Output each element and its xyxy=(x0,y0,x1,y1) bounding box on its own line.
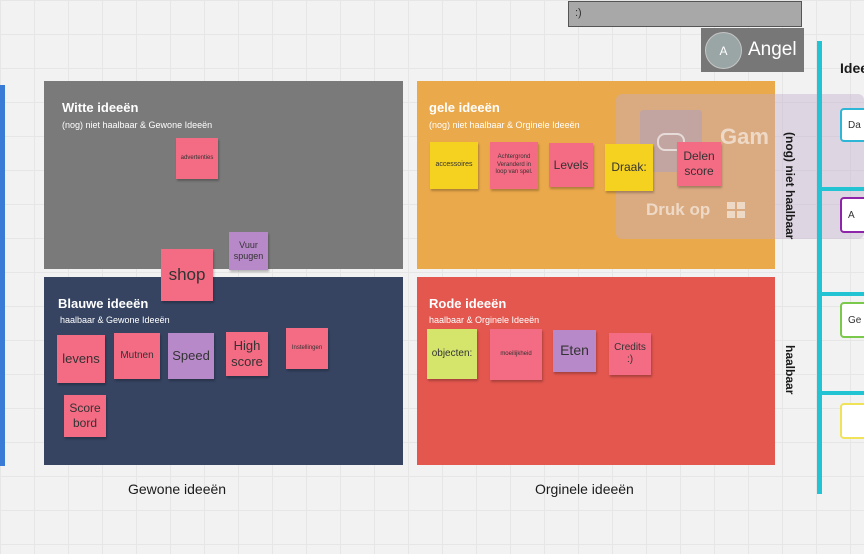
note-delen-score-text: Delen score xyxy=(683,149,715,178)
note-accessoires-text: accessoires xyxy=(435,161,473,169)
quadrant-witte-subtitle: (nog) niet haalbaar & Gewone Ideeën xyxy=(62,120,213,130)
note-credits[interactable]: Credits :) xyxy=(609,333,651,375)
note-credits-text: Credits :) xyxy=(614,341,646,366)
quadrant-rode-title: Rode ideeën xyxy=(429,296,507,311)
quadrant-gele-subtitle: (nog) niet haalbaar & Orginele Ideeën xyxy=(429,120,580,130)
row-label-haalbaar: haalbaar xyxy=(783,345,797,395)
note-achtergrond[interactable]: Achtergrond Veranderd in loop van spel. xyxy=(490,142,538,189)
right-panel-branch-2 xyxy=(820,292,864,296)
note-vuur-spugen[interactable]: Vuur spugen xyxy=(229,232,268,270)
column-label-gewone: Gewone ideeën xyxy=(128,481,227,497)
game-bar-overlay: Gam Druk op xyxy=(616,94,864,239)
quadrant-blauwe-title: Blauwe ideeën xyxy=(58,296,149,311)
quadrant-gele-title: gele ideeën xyxy=(429,100,500,115)
note-delen-score[interactable]: Delen score xyxy=(677,142,721,186)
left-edge-bar xyxy=(0,85,5,466)
note-speed-text: Speed xyxy=(172,347,210,363)
note-vuur-spugen-text: Vuur spugen xyxy=(233,239,264,261)
note-accessoires[interactable]: accessoires xyxy=(430,142,478,189)
note-high-score[interactable]: High score xyxy=(226,332,268,376)
avatar-initial: A xyxy=(719,43,728,58)
note-levels[interactable]: Levels xyxy=(549,143,593,187)
note-eten[interactable]: Eten xyxy=(553,330,596,372)
note-instellingen[interactable]: Instellingen xyxy=(286,328,328,369)
top-text-input-value: :) xyxy=(575,7,582,19)
right-panel-title: Idee xyxy=(840,60,864,76)
note-shop[interactable]: shop xyxy=(161,249,213,301)
right-panel-box-1[interactable]: Da xyxy=(840,108,864,142)
right-panel-box-1-text: Da xyxy=(848,119,861,131)
user-name: Angel xyxy=(748,39,797,60)
quadrant-witte-title: Witte ideeën xyxy=(62,100,139,115)
note-achtergrond-text: Achtergrond Veranderd in loop van spel. xyxy=(495,154,533,176)
overlay-subtitle: Druk op xyxy=(646,200,711,219)
note-score-bord[interactable]: Score bord xyxy=(64,395,106,437)
note-objecten-text: objecten: xyxy=(431,347,473,359)
note-advertenties-text: advertenties xyxy=(180,154,214,161)
windows-key-icon xyxy=(727,202,745,218)
note-levels-text: Levels xyxy=(553,157,589,172)
right-panel-rail xyxy=(817,41,822,494)
note-draak[interactable]: Draak: xyxy=(605,144,653,191)
quadrant-witte: Witte ideeën (nog) niet haalbaar & Gewon… xyxy=(44,81,403,269)
overlay-title: Gam xyxy=(720,124,769,149)
right-panel-branch-1 xyxy=(820,187,864,191)
user-badge[interactable]: A Angel xyxy=(701,28,804,72)
column-label-orginele: Orginele ideeën xyxy=(535,481,634,497)
right-panel-box-2-text: A xyxy=(848,209,855,221)
row-label-niet-haalbaar: (nog) niet haalbaar xyxy=(783,132,797,240)
note-objecten[interactable]: objecten: xyxy=(427,329,477,379)
right-panel-box-4[interactable] xyxy=(840,403,864,439)
quadrant-blauwe-subtitle: haalbaar & Gewone Ideeën xyxy=(60,315,170,325)
right-panel-box-3[interactable]: Ge xyxy=(840,302,864,338)
note-levens[interactable]: levens xyxy=(57,335,105,383)
avatar: A xyxy=(705,32,742,69)
quadrant-rode: Rode ideeën haalbaar & Orginele Ideeën xyxy=(417,277,775,465)
note-mutnen[interactable]: Mutnen xyxy=(114,333,160,379)
quadrant-rode-subtitle: haalbaar & Orginele Ideeën xyxy=(429,315,540,325)
note-levens-text: levens xyxy=(62,350,100,366)
note-speed[interactable]: Speed xyxy=(168,333,214,379)
note-instellingen-text: Instellingen xyxy=(291,344,323,351)
note-shop-text: shop xyxy=(168,265,206,285)
note-advertenties[interactable]: advertenties xyxy=(176,138,218,179)
note-mutnen-text: Mutnen xyxy=(120,349,154,361)
note-moeilijkheid-text: moeilijkheid xyxy=(500,350,532,357)
note-eten-text: Eten xyxy=(560,342,589,359)
note-high-score-text: High score xyxy=(231,337,263,369)
note-draak-text: Draak: xyxy=(611,160,647,174)
note-moeilijkheid[interactable]: moeilijkheid xyxy=(490,329,542,380)
right-panel-branch-3 xyxy=(820,391,864,395)
top-text-input[interactable]: :) xyxy=(568,1,802,27)
note-score-bord-text: Score bord xyxy=(69,401,101,430)
right-panel-box-2[interactable]: A xyxy=(840,197,864,233)
right-panel-box-3-text: Ge xyxy=(848,314,862,326)
